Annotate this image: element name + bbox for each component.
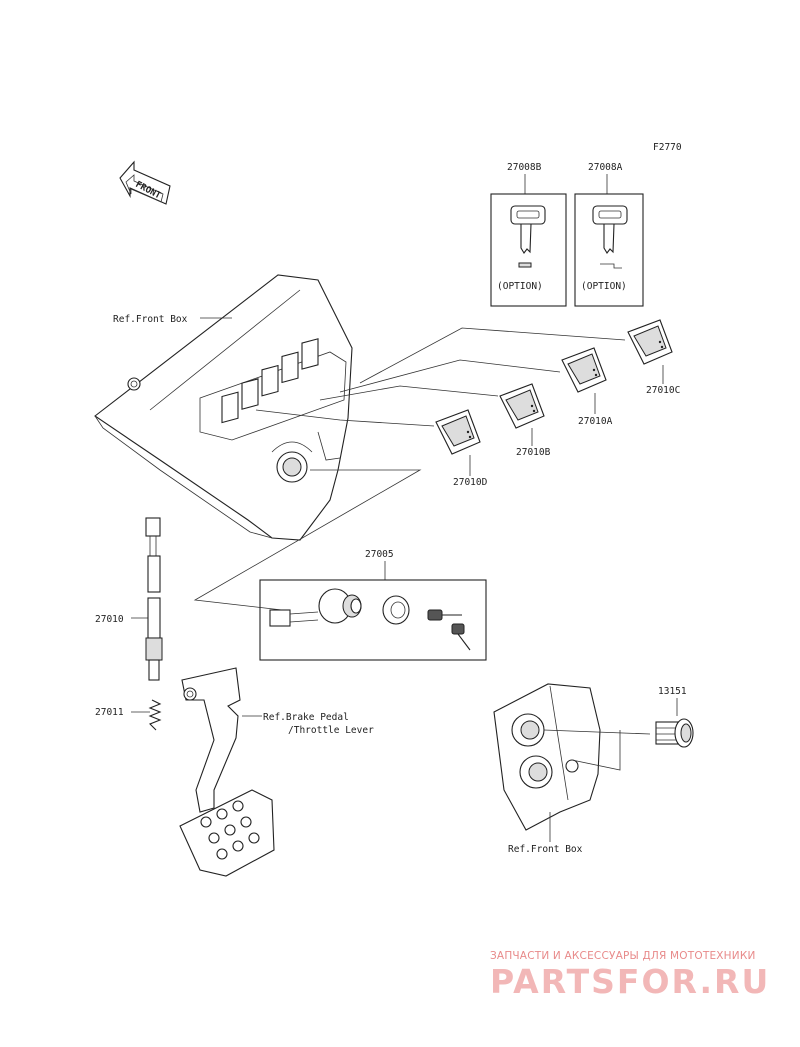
part-label-27010C: 27010C bbox=[646, 385, 680, 396]
ref-brake-pedal-line2: /Throttle Lever bbox=[288, 725, 374, 736]
rocker-switch-27010A bbox=[561, 347, 607, 393]
part-label-27010: 27010 bbox=[95, 614, 124, 625]
ignition-switch-icon bbox=[269, 588, 362, 627]
part-label-27010B: 27010B bbox=[516, 447, 551, 458]
part-label-27010A: 27010A bbox=[578, 416, 613, 427]
ref-front-box-bottom: Ref.Front Box bbox=[508, 844, 583, 855]
front-arrow-icon: FRONT bbox=[119, 160, 171, 205]
key-a-icon bbox=[592, 205, 628, 269]
rocker-switch-27010C bbox=[627, 319, 673, 365]
ignition-switch-box bbox=[259, 579, 487, 661]
brake-pedal-icon bbox=[179, 667, 275, 877]
part-label-27010D: 27010D bbox=[453, 477, 488, 488]
rocker-switch-27010D bbox=[435, 409, 481, 455]
front-box-panel bbox=[94, 274, 353, 541]
option-label-b: (OPTION) bbox=[497, 281, 543, 292]
option-label-a: (OPTION) bbox=[581, 281, 627, 292]
spring-icon bbox=[148, 699, 162, 731]
key-a-panel: 27008A (OPTION) bbox=[574, 162, 644, 307]
watermark-logo: PARTSFOR.RU bbox=[490, 962, 771, 1001]
figure-code: F2770 bbox=[653, 142, 682, 153]
ignition-keys-icon bbox=[427, 609, 471, 651]
ignition-nut-icon bbox=[382, 595, 410, 625]
key-b-icon bbox=[510, 205, 546, 268]
ref-front-box-top: Ref.Front Box bbox=[113, 314, 188, 325]
front-box-lower bbox=[493, 683, 651, 831]
brake-switch-icon bbox=[145, 517, 163, 681]
part-label-27005: 27005 bbox=[365, 549, 394, 560]
part-label-27008B: 27008B bbox=[507, 162, 542, 173]
key-b-panel: 27008B (OPTION) bbox=[490, 162, 567, 307]
watermark-tagline: ЗАПЧАСТИ И АКСЕССУАРЫ ДЛЯ МОТОТЕХНИКИ bbox=[490, 950, 756, 962]
part-label-13151: 13151 bbox=[658, 686, 687, 697]
ref-brake-pedal-line1: Ref.Brake Pedal bbox=[263, 712, 349, 723]
socket-icon bbox=[655, 718, 694, 748]
part-label-27008A: 27008A bbox=[588, 162, 623, 173]
rocker-switch-27010B bbox=[499, 383, 545, 429]
part-label-27011: 27011 bbox=[95, 707, 124, 718]
leader-lines bbox=[193, 327, 626, 611]
